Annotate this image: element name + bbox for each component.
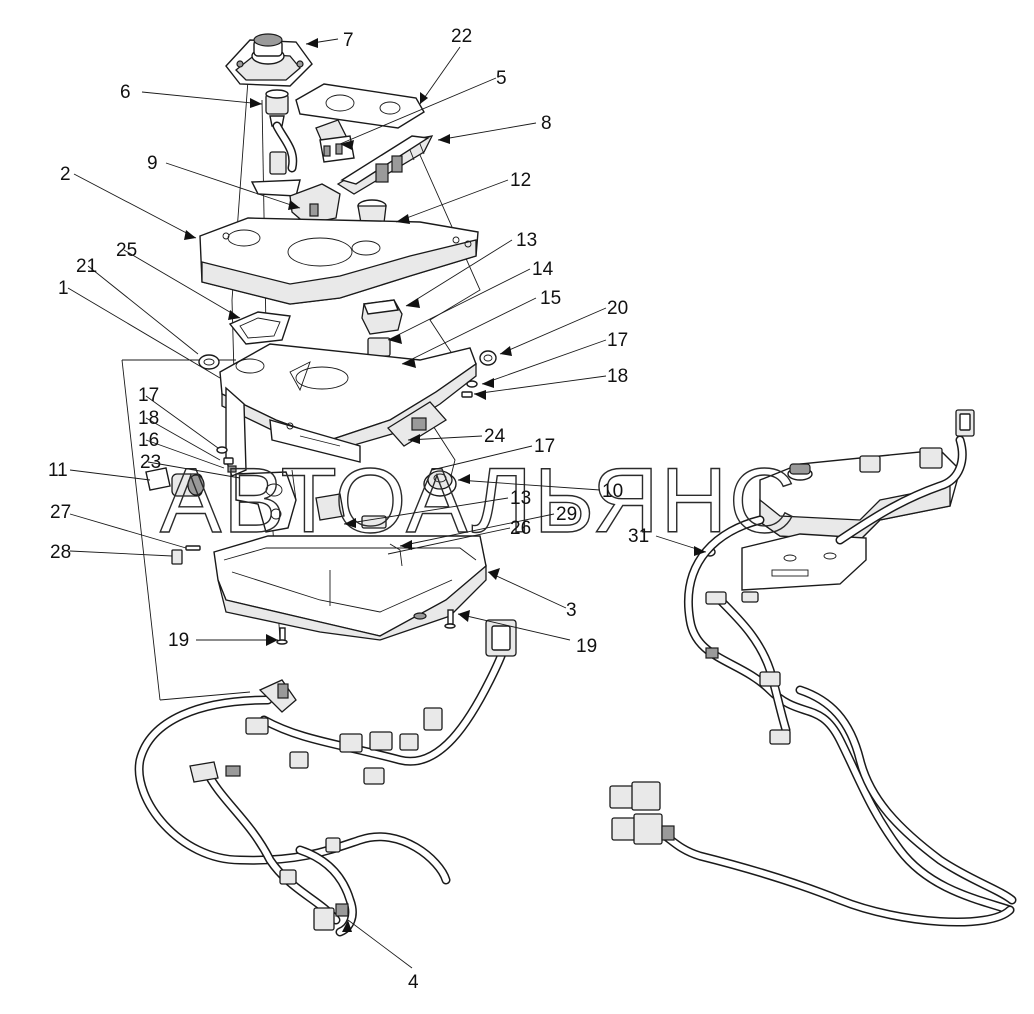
callout-24: 24 xyxy=(484,426,506,447)
callout-17-left: 17 xyxy=(138,385,159,406)
part-7-knob-switch xyxy=(225,33,313,87)
callout-8: 8 xyxy=(541,113,552,134)
part-19-screw-left xyxy=(276,627,288,645)
callout-29: 29 xyxy=(556,504,577,525)
callout-11: 11 xyxy=(48,460,68,481)
part-8-cover-plate xyxy=(336,135,434,195)
part-16-nut-left xyxy=(227,465,237,473)
part-18-bolt-left xyxy=(223,457,234,465)
part-17-washer-right xyxy=(466,380,478,388)
callout-12: 12 xyxy=(510,170,531,191)
callout-26: 26 xyxy=(510,518,531,539)
part-24-bracket-arm xyxy=(387,401,447,447)
part-2-upper-housing xyxy=(199,217,479,305)
part-22-gasket xyxy=(295,83,425,129)
part-25-gasket xyxy=(228,311,291,345)
part-20-ring xyxy=(479,350,497,366)
part-18-bolt-right xyxy=(461,391,473,398)
callout-14: 14 xyxy=(532,259,554,280)
leader-arrowheads xyxy=(184,38,706,932)
callout-13-lower: 13 xyxy=(510,488,531,509)
part-4-wiring-harness xyxy=(134,619,517,937)
callout-5: 5 xyxy=(496,68,507,89)
callout-22: 22 xyxy=(451,26,472,47)
part-17-washer-left xyxy=(216,446,228,454)
part-1-bracket-frame xyxy=(219,343,477,477)
part-13-connector-lower xyxy=(315,493,387,529)
part-26-clip xyxy=(389,543,403,567)
callout-1: 1 xyxy=(58,278,69,299)
callout-16: 16 xyxy=(138,430,159,451)
callout-17-right: 17 xyxy=(607,330,628,351)
part-13-connector-upper xyxy=(361,299,403,335)
part-28-clip xyxy=(171,549,183,565)
leader-lines xyxy=(67,38,707,969)
callout-18-right: 18 xyxy=(607,366,628,387)
part-9-switch xyxy=(250,179,341,225)
callout-21: 21 xyxy=(76,256,97,277)
callout-3: 3 xyxy=(566,600,577,621)
callout-31: 31 xyxy=(628,526,649,547)
callout-19-left: 19 xyxy=(168,630,189,651)
right-wiring-harness xyxy=(609,409,1017,927)
callout-23: 23 xyxy=(140,452,161,473)
callout-17-mid: 17 xyxy=(534,436,555,457)
part-11-ignition-switch xyxy=(145,467,205,497)
assembled-console-view xyxy=(704,447,961,591)
callout-18-left: 18 xyxy=(138,408,159,429)
callout-27: 27 xyxy=(50,502,71,523)
part-23-switch-bracket xyxy=(235,471,297,533)
callout-2: 2 xyxy=(60,164,71,185)
callout-13-upper: 13 xyxy=(516,230,537,251)
callout-15: 15 xyxy=(540,288,561,309)
callout-20: 20 xyxy=(607,298,628,319)
callout-25: 25 xyxy=(116,240,137,261)
part-5-rocker-switch xyxy=(315,119,355,163)
part-3-lower-housing xyxy=(213,535,487,641)
callout-19-right: 19 xyxy=(576,636,597,657)
part-10-socket xyxy=(423,470,457,497)
callout-9: 9 xyxy=(147,153,158,174)
part-21-grommet xyxy=(198,354,220,370)
part-19-screw-right xyxy=(444,609,456,629)
part-14-block xyxy=(367,337,391,357)
callout-6: 6 xyxy=(120,82,131,103)
callout-7: 7 xyxy=(343,30,354,51)
callout-numbers: 7 22 6 5 8 9 2 12 13 25 21 14 1 15 20 17… xyxy=(48,26,649,993)
callout-28: 28 xyxy=(50,542,71,563)
callout-10: 10 xyxy=(602,481,623,502)
watermark-text: АВТОАЛЬЯНС xyxy=(160,450,798,552)
part-6-rotary-cable xyxy=(265,89,298,175)
callout-4: 4 xyxy=(408,972,419,993)
